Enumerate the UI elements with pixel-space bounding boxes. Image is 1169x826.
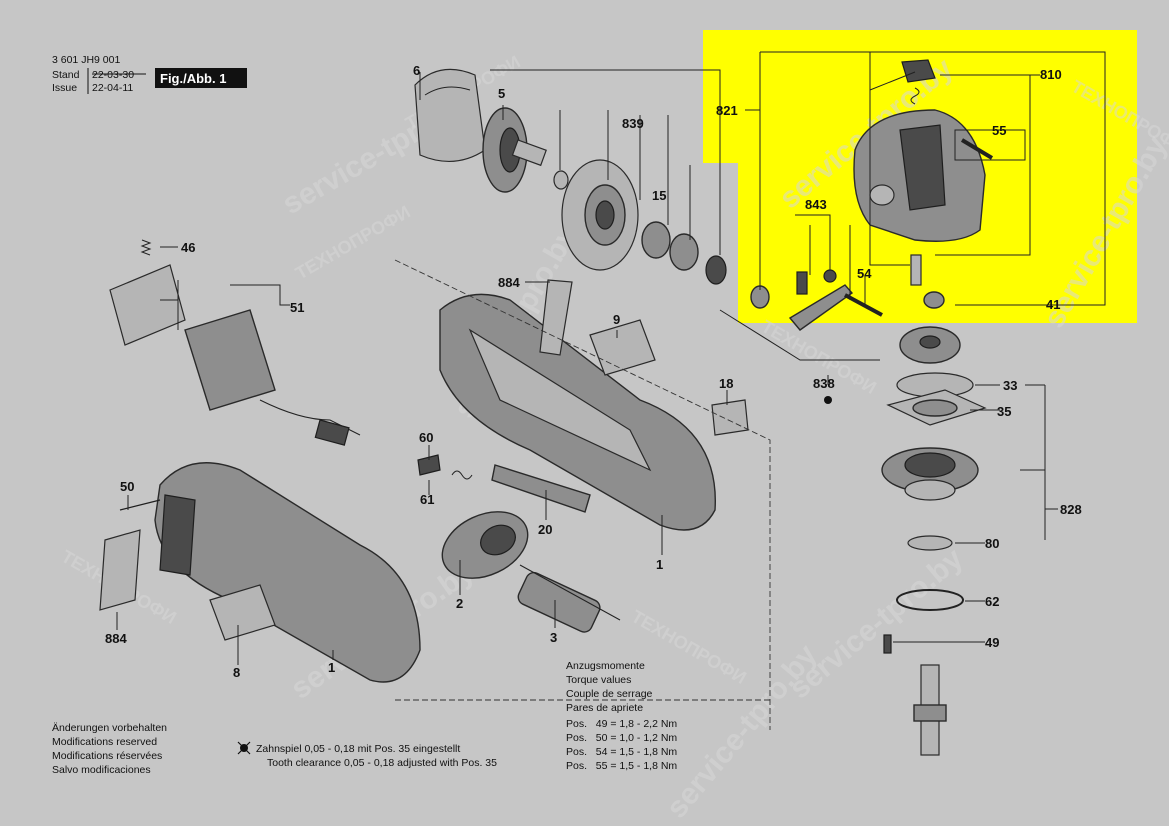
part-80-washer — [907, 535, 953, 551]
part-51-switch-module — [109, 264, 361, 446]
label-1-right: 1 — [656, 557, 663, 572]
label-884-left: 884 — [105, 631, 127, 646]
label-46: 46 — [181, 240, 195, 255]
watermark-alt-1: ТЕХНОПРОФИ — [292, 202, 414, 284]
modifications-en: Modifications reserved — [52, 736, 157, 748]
part-9-label — [589, 319, 656, 376]
label-18: 18 — [719, 376, 733, 391]
label-3: 3 — [550, 630, 557, 645]
watermark-alt-6: ТЕХНОПРОФИ — [628, 606, 750, 688]
part-843-lever — [788, 269, 883, 331]
label-838: 838 — [813, 376, 835, 391]
issue-date: 22-04-11 — [92, 82, 133, 94]
part-61-spring — [451, 470, 473, 480]
label-20: 20 — [538, 522, 552, 537]
label-1-left: 1 — [328, 660, 335, 675]
part-3-rotor — [517, 564, 621, 633]
torque-title-en: Torque values — [566, 674, 631, 686]
doc-number: 3 601 JH9 001 — [52, 54, 120, 66]
stand-label: Stand — [52, 69, 80, 81]
clearance-marker-dot — [824, 396, 832, 404]
part-41-bushing — [910, 254, 945, 309]
part-810-gear-housing — [853, 59, 986, 242]
part-884-vent-top — [539, 279, 573, 356]
part-839-plate — [561, 159, 727, 285]
label-5: 5 — [498, 86, 505, 101]
label-6: 6 — [413, 63, 420, 78]
document-header: 3 601 JH9 001 Stand 22-03-30 Issue 22-04… — [52, 54, 247, 94]
leader-lines — [116, 51, 1106, 730]
label-80: 80 — [985, 536, 999, 551]
label-884-top: 884 — [498, 275, 520, 290]
figure-label: Fig./Abb. 1 — [160, 71, 226, 86]
label-49: 49 — [985, 635, 999, 650]
watermark-5: service-tpro.by — [783, 542, 969, 706]
issue-label: Issue — [52, 82, 77, 94]
part-838-ring-gear — [899, 326, 961, 364]
part-6-cover — [414, 68, 486, 163]
label-9: 9 — [613, 312, 620, 327]
torque-row-49: Pos. 49 = 1,8 - 2,2 Nm — [566, 718, 677, 730]
torque-row-55: Pos. 55 = 1,5 - 1,8 Nm — [566, 760, 677, 772]
part-20-slider — [491, 464, 591, 513]
part-60-clip — [417, 454, 441, 476]
part-5-gear — [482, 107, 569, 193]
spindle — [913, 664, 947, 756]
label-62: 62 — [985, 594, 999, 609]
label-2: 2 — [456, 596, 463, 611]
label-8: 8 — [233, 665, 240, 680]
label-15: 15 — [652, 188, 666, 203]
part-number-labels: 6 5 839 15 46 51 884 9 18 60 61 20 50 88… — [105, 63, 1082, 680]
torque-title-de: Anzugsmomente — [566, 660, 645, 672]
label-33: 33 — [1003, 378, 1017, 393]
clearance-note-icon — [237, 741, 251, 755]
part-50-screw — [119, 499, 161, 511]
label-41: 41 — [1046, 297, 1060, 312]
part-1-housing-right — [439, 293, 716, 531]
torque-row-50: Pos. 50 = 1,0 - 1,2 Nm — [566, 732, 677, 744]
label-843: 843 — [805, 197, 827, 212]
part-55-screw — [960, 138, 994, 160]
part-35-flange-plate — [886, 389, 987, 426]
part-46-spring — [140, 239, 152, 256]
torque-title-fr: Couple de serrage — [566, 688, 653, 700]
label-35: 35 — [997, 404, 1011, 419]
part-62-o-ring — [896, 589, 964, 611]
label-51: 51 — [290, 300, 304, 315]
part-884-vent-left — [99, 529, 141, 611]
stand-date: 22-03-30 — [92, 69, 134, 81]
modifications-es: Salvo modificaciones — [52, 764, 151, 776]
footer-notes: Änderungen vorbehalten Modifications res… — [52, 722, 497, 776]
modifications-fr: Modifications réservées — [52, 750, 162, 762]
part-1-housing-left — [154, 462, 421, 683]
part-49-screw — [883, 634, 892, 654]
part-828-bearing-flange — [881, 447, 979, 501]
label-839: 839 — [622, 116, 644, 131]
modifications-de: Änderungen vorbehalten — [52, 722, 167, 734]
label-828: 828 — [1060, 502, 1082, 517]
label-55: 55 — [992, 123, 1006, 138]
label-50: 50 — [120, 479, 134, 494]
clearance-note-en: Tooth clearance 0,05 - 0,18 adjusted wit… — [267, 757, 497, 769]
clearance-note-de: Zahnspiel 0,05 - 0,18 mit Pos. 35 einges… — [256, 743, 460, 755]
label-54: 54 — [857, 266, 872, 281]
label-61: 61 — [420, 492, 434, 507]
part-2-stator — [441, 511, 529, 579]
label-810: 810 — [1040, 67, 1062, 82]
part-18-plate — [711, 399, 749, 436]
torque-row-54: Pos. 54 = 1,5 - 1,8 Nm — [566, 746, 677, 758]
label-821: 821 — [716, 103, 738, 118]
label-60: 60 — [419, 430, 433, 445]
torque-title-es: Pares de apriete — [566, 702, 643, 714]
torque-values-block: Anzugsmomente Torque values Couple de se… — [566, 660, 677, 772]
